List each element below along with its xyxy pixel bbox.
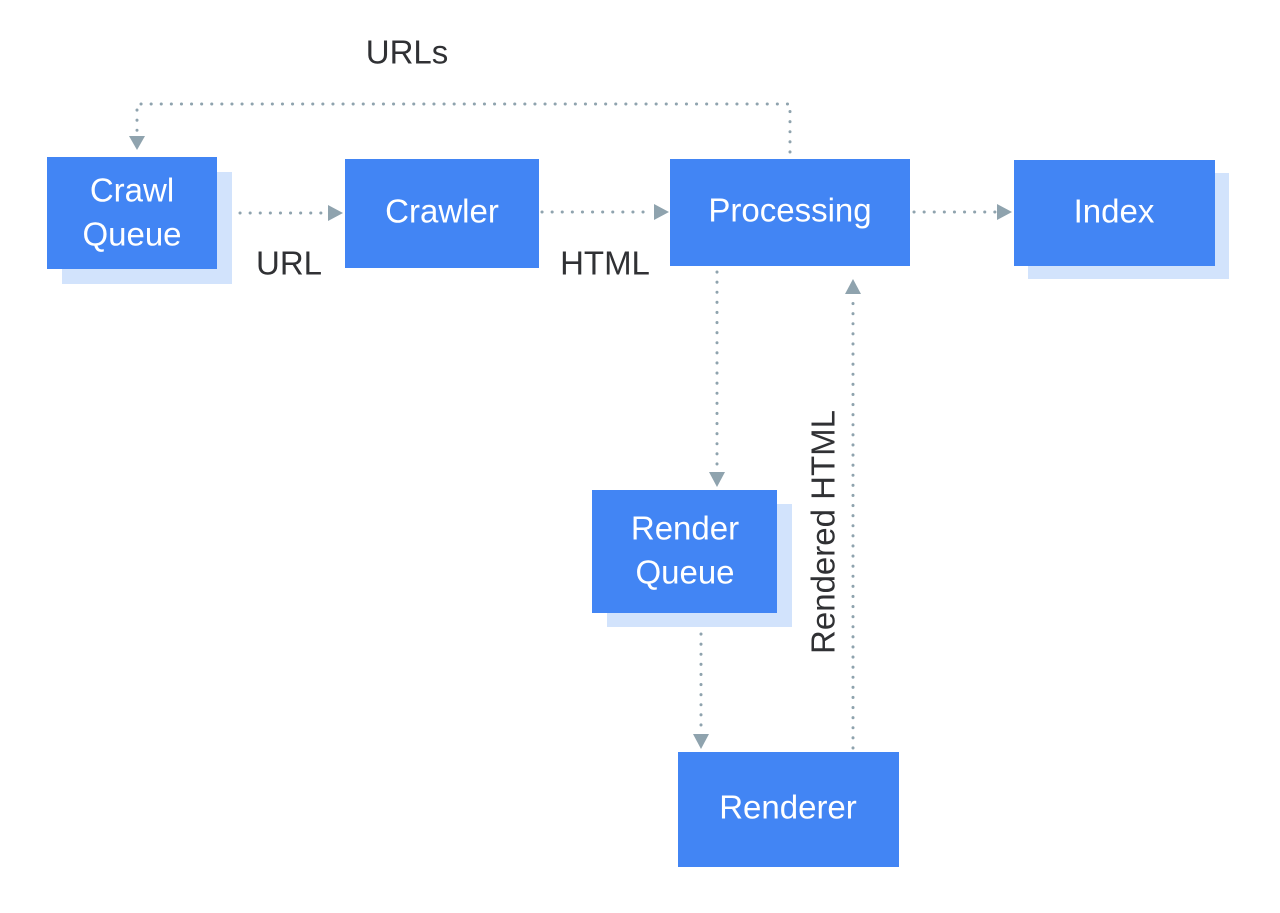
node-index-box [1014, 160, 1215, 266]
node-crawler: Crawler [345, 159, 539, 268]
node-renderer-label: Renderer [719, 789, 857, 826]
nodes: Crawl Queue Crawler Processing Index Ren… [47, 157, 1229, 867]
node-crawl-queue-label-line1: Crawl [90, 172, 174, 209]
node-processing-label: Processing [708, 192, 871, 229]
edge-label-url: URL [256, 245, 322, 282]
node-render-queue-box [592, 490, 777, 613]
node-crawler-label: Crawler [385, 193, 499, 230]
node-crawler-box [345, 159, 539, 268]
node-crawl-queue-box [47, 157, 217, 269]
edge-label-html: HTML [560, 245, 650, 282]
edge-urls-feedback-arrow [129, 136, 145, 150]
edge-urls-feedback-line [135, 102, 792, 154]
node-render-queue: Render Queue [592, 490, 792, 627]
node-renderer-box [678, 752, 899, 867]
edge-label-rendered-html: Rendered HTML [805, 410, 842, 654]
edge-crawler-to-processing-arrow [654, 204, 669, 220]
node-crawl-queue: Crawl Queue [47, 157, 232, 284]
edges [129, 102, 1012, 750]
edge-processing-to-render-queue-arrow [709, 472, 725, 487]
node-render-queue-label-line2: Queue [635, 554, 734, 591]
edge-queue-to-crawler-arrow [328, 205, 343, 221]
node-index: Index [1014, 160, 1229, 279]
edge-render-queue-to-renderer-arrow [693, 734, 709, 749]
edge-label-urls: URLs [366, 34, 449, 71]
edge-labels: URLs URL HTML Rendered HTML [256, 34, 842, 654]
edge-processing-to-index-arrow [997, 204, 1012, 220]
node-render-queue-label-line1: Render [631, 510, 739, 547]
node-renderer: Renderer [678, 752, 899, 867]
node-index-label: Index [1074, 193, 1155, 230]
node-processing: Processing [670, 159, 910, 266]
edge-renderer-to-processing-arrow [845, 279, 861, 294]
node-processing-box [670, 159, 910, 266]
node-crawl-queue-label-line2: Queue [82, 216, 181, 253]
